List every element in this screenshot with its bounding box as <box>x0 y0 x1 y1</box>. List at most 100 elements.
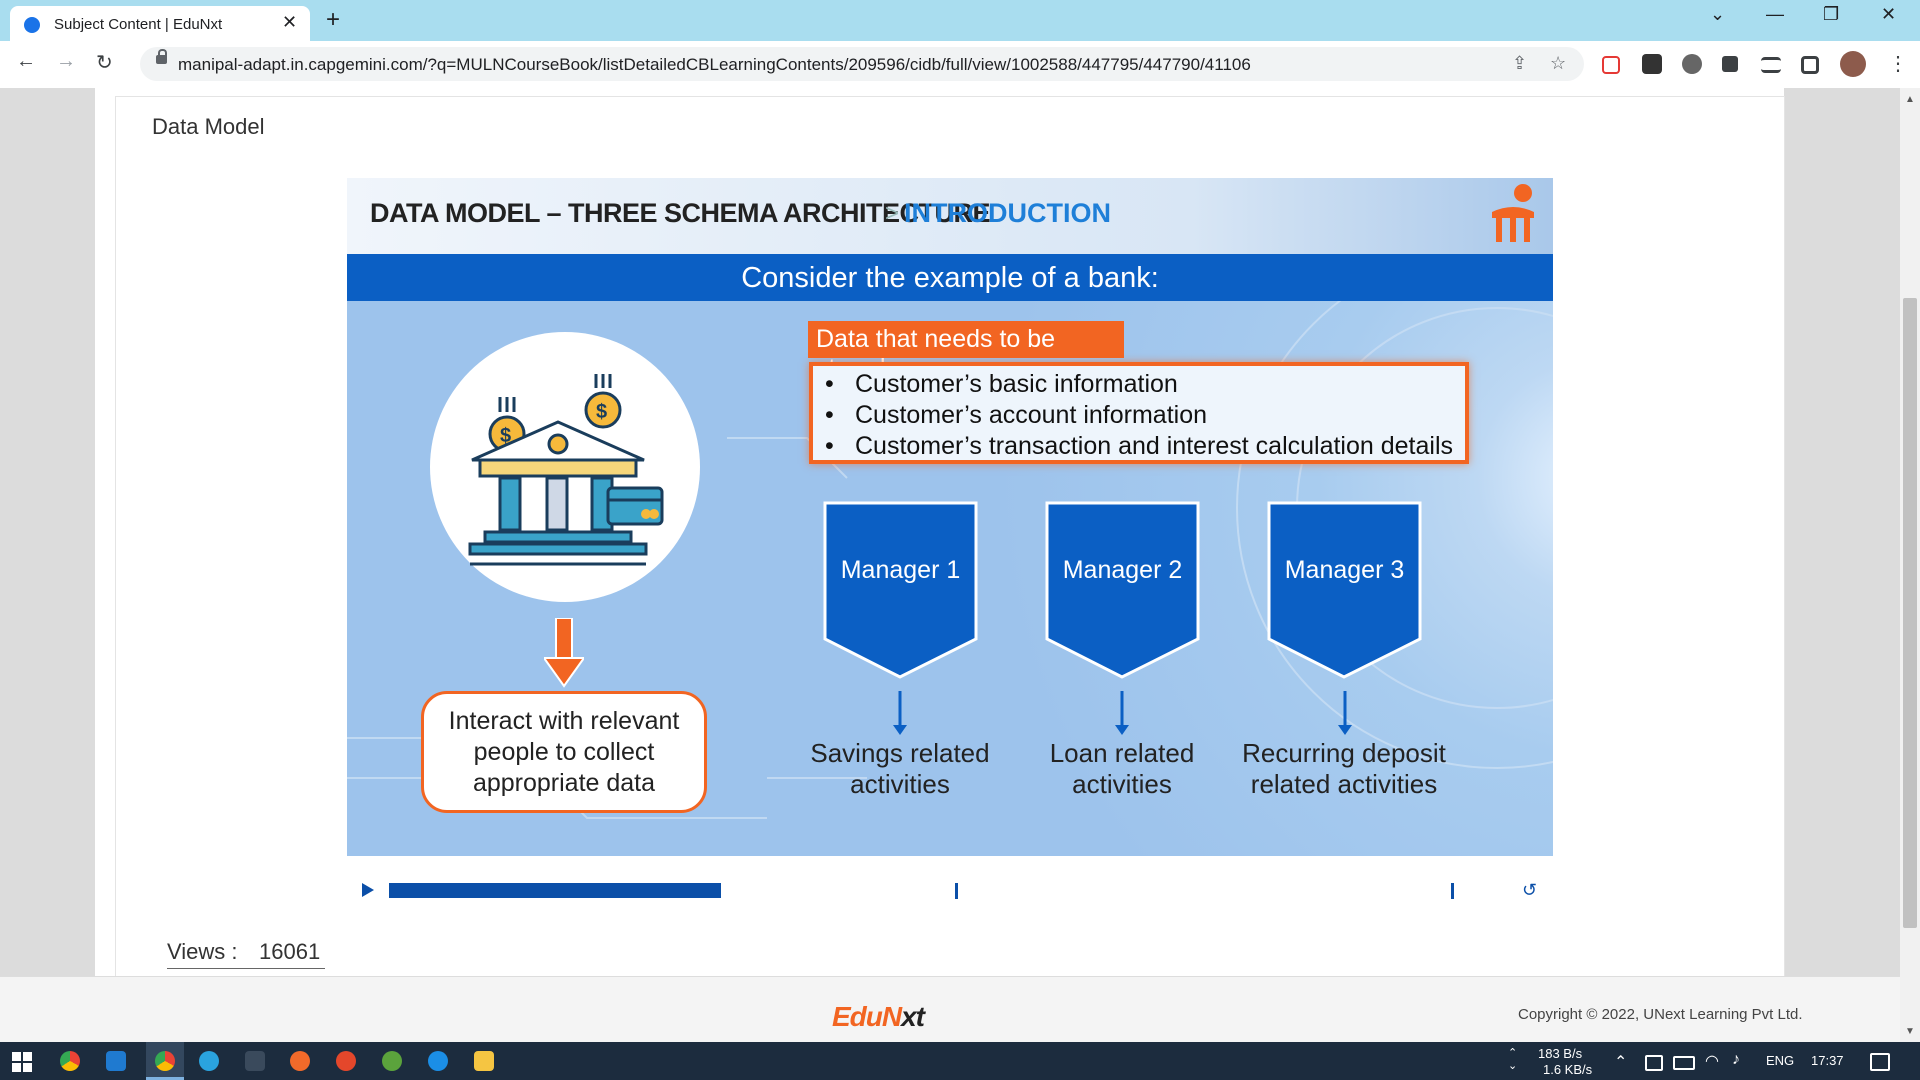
activity-line: Recurring deposit <box>1242 738 1446 768</box>
replay-icon[interactable]: ↺ <box>1522 880 1538 900</box>
activity-line: activities <box>1072 769 1172 799</box>
data-list-box: • Customer’s basic information • Custome… <box>809 362 1469 464</box>
svg-text:$: $ <box>500 425 511 447</box>
browser-tab[interactable]: Subject Content | EduNxt ✕ <box>10 6 310 41</box>
interact-callout: Interact with relevant people to collect… <box>421 691 707 813</box>
data-label-box: Data that needs to be stored: <box>808 321 1124 382</box>
manager-1-activity: Savings related activities <box>790 738 1010 800</box>
views-underline <box>167 968 325 969</box>
video-progress-bar[interactable] <box>389 883 721 898</box>
manipal-logo-icon <box>1492 207 1534 242</box>
page-footer: EduNxt Copyright © 2022, UNext Learning … <box>0 976 1900 1043</box>
views-label: Views : <box>167 939 238 964</box>
slide-header <box>347 178 1553 254</box>
play-icon[interactable] <box>362 883 374 897</box>
url-text[interactable]: manipal-adapt.in.capgemini.com/?q=MULNCo… <box>178 55 1251 74</box>
activity-line: related activities <box>1250 769 1438 799</box>
bullet-dot: • <box>825 370 834 398</box>
chapter-marker[interactable] <box>1451 883 1454 899</box>
slide-banner: Consider the example of a bank: <box>347 254 1553 301</box>
extension-cat-icon[interactable] <box>1642 54 1662 74</box>
breadcrumb-separator: > <box>885 200 900 227</box>
bullet-dot: • <box>825 432 834 460</box>
volume-icon[interactable]: ♪ <box>1732 1051 1740 1068</box>
slide-title: DATA MODEL – THREE SCHEMA ARCHITECTURE <box>370 198 991 228</box>
manipal-logo-head-icon <box>1514 184 1532 202</box>
views-count: 16061 <box>259 939 321 964</box>
scrollbar-thumb[interactable] <box>1903 298 1917 928</box>
telegram-icon[interactable] <box>199 1051 219 1071</box>
powerpoint-icon[interactable] <box>336 1051 356 1071</box>
copyright-text: Copyright © 2022, UNext Learning Pvt Ltd… <box>1518 1006 1803 1023</box>
svg-text:$: $ <box>596 401 607 423</box>
manager-2-activity: Loan related activities <box>1012 738 1232 800</box>
profile-avatar[interactable] <box>1840 51 1866 77</box>
network-arrows-icon: ⌃⌄ <box>1508 1047 1518 1072</box>
app-icon[interactable] <box>382 1051 402 1071</box>
edunxt-logo: EduNxt <box>832 1001 925 1033</box>
new-tab-button[interactable]: + <box>326 6 341 33</box>
tab-title: Subject Content | EduNxt <box>54 16 223 33</box>
edunxt-favicon-icon <box>24 17 40 33</box>
page-left-margin <box>0 88 95 976</box>
menu-kebab-icon[interactable]: ⋮ <box>1888 53 1908 75</box>
lock-icon <box>156 49 167 64</box>
meet-icon[interactable] <box>1645 1055 1663 1071</box>
close-window-button[interactable]: ✕ <box>1881 4 1897 24</box>
down-arrow-icon <box>1338 691 1352 735</box>
inkscape-icon[interactable] <box>245 1051 265 1071</box>
chrome-icon[interactable] <box>60 1051 80 1071</box>
logo-part-a: EduN <box>832 1001 902 1032</box>
list-item: Customer’s basic information <box>855 370 1178 398</box>
media-queue-icon[interactable] <box>1761 57 1781 73</box>
edge-icon[interactable] <box>428 1051 448 1071</box>
video-slide[interactable]: DATA MODEL – THREE SCHEMA ARCHITECTURE >… <box>347 178 1553 856</box>
list-item: Customer’s transaction and interest calc… <box>855 432 1453 460</box>
manager-2-badge <box>1045 501 1200 679</box>
clock[interactable]: 17:37 <box>1811 1053 1844 1068</box>
scroll-up-icon[interactable]: ▲ <box>1905 94 1915 105</box>
interact-line: appropriate data <box>472 769 656 797</box>
forward-button[interactable]: → <box>56 50 76 72</box>
extension-globe-icon[interactable] <box>1682 54 1702 74</box>
side-panel-icon[interactable] <box>1801 56 1819 74</box>
down-arrow-icon <box>893 691 907 735</box>
slide-subtitle: INTRODUCTION <box>904 198 1111 228</box>
bookmark-star-icon[interactable]: ☆ <box>1550 53 1567 73</box>
logo-part-b: xt <box>901 1001 925 1032</box>
windows-taskbar: ⌃⌄ 183 B/s 1.6 KB/s ⌃ ◠ ♪ ENG 17:37 <box>0 1042 1920 1080</box>
windows-start-icon[interactable] <box>12 1052 32 1072</box>
extension-shield-icon[interactable] <box>1602 56 1620 74</box>
tray-expand-icon[interactable]: ⌃ <box>1614 1054 1628 1071</box>
tab-search-icon[interactable]: ⌄ <box>1710 4 1726 24</box>
back-button[interactable]: ← <box>16 50 36 72</box>
language-indicator[interactable]: ENG <box>1766 1053 1795 1068</box>
battery-icon[interactable] <box>1673 1056 1695 1070</box>
address-bar[interactable]: manipal-adapt.in.capgemini.com/?q=MULNCo… <box>140 47 1584 81</box>
postman-icon[interactable] <box>290 1051 310 1071</box>
banner-text: Consider the example of a bank: <box>741 262 1159 294</box>
list-item: Customer’s account information <box>855 401 1208 429</box>
activity-line: activities <box>850 769 950 799</box>
chapter-marker[interactable] <box>955 883 958 899</box>
minimize-button[interactable]: — <box>1766 4 1784 24</box>
activity-line: Savings related <box>810 738 990 768</box>
manager-3-badge <box>1267 501 1422 679</box>
scroll-down-icon[interactable]: ▼ <box>1905 1026 1915 1037</box>
notifications-icon[interactable] <box>1870 1053 1890 1071</box>
net-download: 1.6 KB/s <box>1543 1062 1593 1077</box>
page-right-margin <box>1784 88 1900 976</box>
bullet-dot: • <box>825 401 834 429</box>
share-icon[interactable]: ⇪ <box>1512 53 1528 73</box>
reload-button[interactable]: ↻ <box>96 52 113 74</box>
file-explorer-icon[interactable] <box>474 1051 494 1071</box>
extensions-puzzle-icon[interactable] <box>1722 56 1738 72</box>
restore-button[interactable]: ❐ <box>1823 4 1840 24</box>
vscode-icon[interactable] <box>106 1051 126 1071</box>
bank-building-icon: $ $ <box>468 374 664 566</box>
wifi-icon[interactable]: ◠ <box>1705 1053 1719 1070</box>
tab-close-icon[interactable]: ✕ <box>282 12 298 32</box>
chrome-active-icon[interactable] <box>155 1051 175 1071</box>
manager-3-activity: Recurring deposit related activities <box>1219 738 1469 800</box>
net-upload: 183 B/s <box>1538 1046 1583 1061</box>
